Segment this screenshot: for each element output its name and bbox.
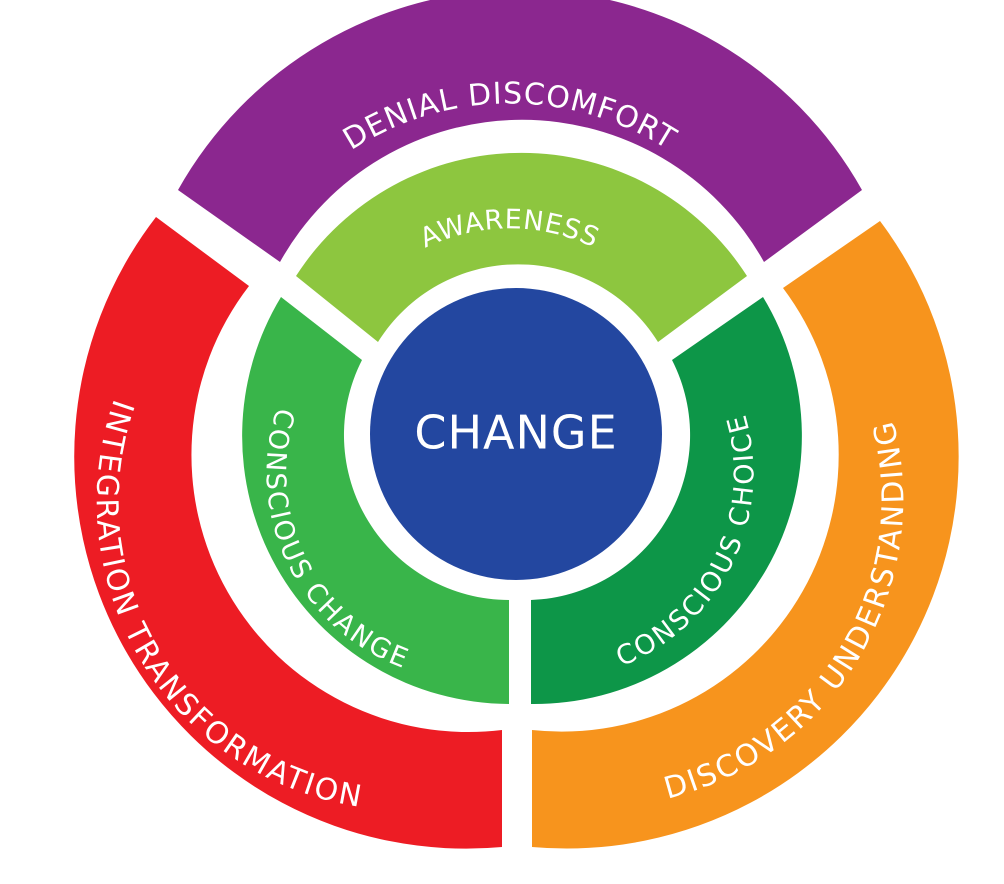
inner-sector-conscious-change	[242, 297, 509, 704]
outer-sector-integration-transformation	[74, 217, 503, 849]
outer-sector-discovery-understanding	[532, 221, 959, 849]
center-label: CHANGE	[414, 406, 617, 460]
inner-sector-awareness	[296, 152, 747, 342]
inner-sector-conscious-choice	[531, 297, 802, 705]
outer-sector-denial-discomfort	[178, 0, 862, 262]
center-circle	[370, 288, 662, 580]
